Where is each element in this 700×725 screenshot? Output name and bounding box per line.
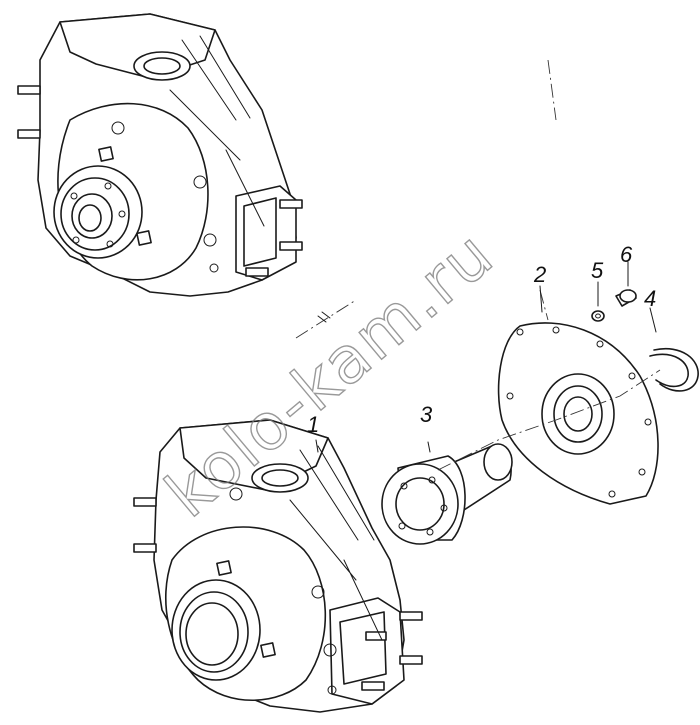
callout-5: 5: [591, 258, 604, 283]
clutch-housing-part-1: [133, 419, 423, 713]
center-lines: [295, 59, 661, 471]
callout-3: 3: [420, 402, 433, 427]
washer-part-5: [591, 310, 605, 322]
snap-ring-part-4: [649, 347, 699, 392]
leader-lines: [315, 261, 657, 453]
bolt-part-6: [615, 289, 637, 307]
callout-6: 6: [620, 242, 633, 267]
callout-4: 4: [644, 286, 656, 311]
cover-plate-part-2: [497, 322, 659, 505]
shaft-hub-part-3: [381, 443, 513, 545]
assembled-housing-top: [17, 13, 303, 297]
callout-2: 2: [533, 262, 546, 287]
callout-1: 1: [307, 412, 319, 437]
